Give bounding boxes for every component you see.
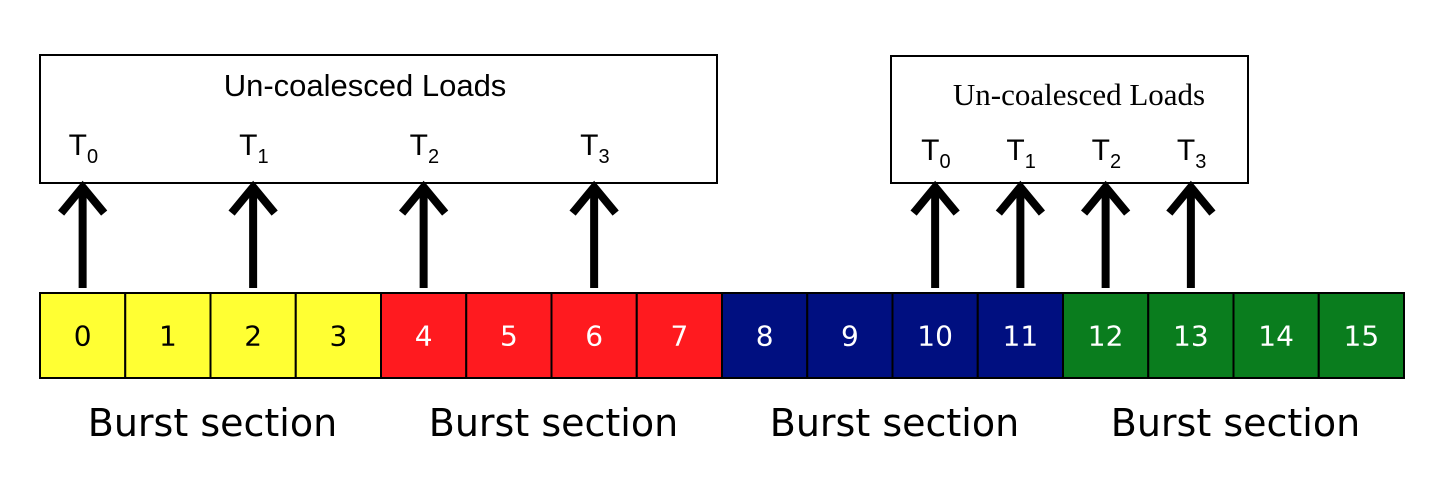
memory-cell-label: 0 [74,320,92,353]
memory-cell-label: 14 [1258,320,1294,353]
thread-label-T3: T3 [580,129,609,168]
load-arrow-head [398,180,449,216]
thread-label-T2: T2 [410,129,439,168]
burst-section-label: Burst section [770,401,1019,445]
memory-cell-label: 10 [917,320,953,353]
burst-section-label: Burst section [1111,401,1360,445]
memory-cell-9 [806,292,894,379]
memory-cell-label: 13 [1173,320,1209,353]
memory-cell-5 [465,292,553,379]
memory-cell-3 [294,292,382,379]
burst-section-label: Burst section [88,401,337,445]
memory-cell-label: 2 [244,320,262,353]
memory-cell-label: 15 [1344,320,1380,353]
left-load-box-title: Un-coalesced Loads [224,68,507,103]
memory-cell-4 [380,292,468,379]
memory-cell-0 [39,292,127,379]
load-arrow-head [1080,180,1131,216]
thread-label-T2: T2 [1092,134,1121,173]
load-arrows [57,180,1216,288]
memory-cell-label: 8 [756,320,774,353]
memory-cell-label: 9 [841,320,859,353]
memory-cell-label: 5 [500,320,518,353]
left-load-box-frame [39,54,718,184]
load-arrow-head [1166,180,1216,216]
right-load-box-title: Un-coalesced Loads [953,77,1205,112]
memory-cell-label: 7 [670,320,688,353]
memory-cell-12 [1062,292,1150,379]
memory-cell-1 [124,292,212,379]
right-load-box-frame [890,55,1249,184]
burst-section-labels: Burst section Burst section Burst section B… [88,401,1360,445]
memory-cell-label: 1 [159,320,177,353]
thread-label-T3: T3 [1177,134,1206,173]
memory-cell-15 [1317,292,1405,379]
load-arrow-head [228,180,278,216]
burst-section-label: Burst section [429,401,678,445]
load-arrow-head [569,180,619,216]
memory-cell-label: 12 [1088,320,1124,353]
memory-cell-14 [1232,292,1320,379]
load-arrow-head [995,180,1046,216]
thread-label-T1: T1 [239,129,268,168]
memory-cell-8 [721,292,809,379]
memory-cell-label: 6 [585,320,603,353]
thread-label-T0: T0 [69,129,98,168]
thread-label-T0: T0 [921,134,950,173]
thread-label-T1: T1 [1006,134,1035,173]
memory-cell-label: 4 [415,320,433,353]
load-arrow-head [910,180,960,216]
memory-cell-label: 3 [329,320,347,353]
load-arrow-head [57,180,108,216]
memory-cell-2 [209,292,297,379]
memory-cell-label: 11 [1003,320,1039,353]
